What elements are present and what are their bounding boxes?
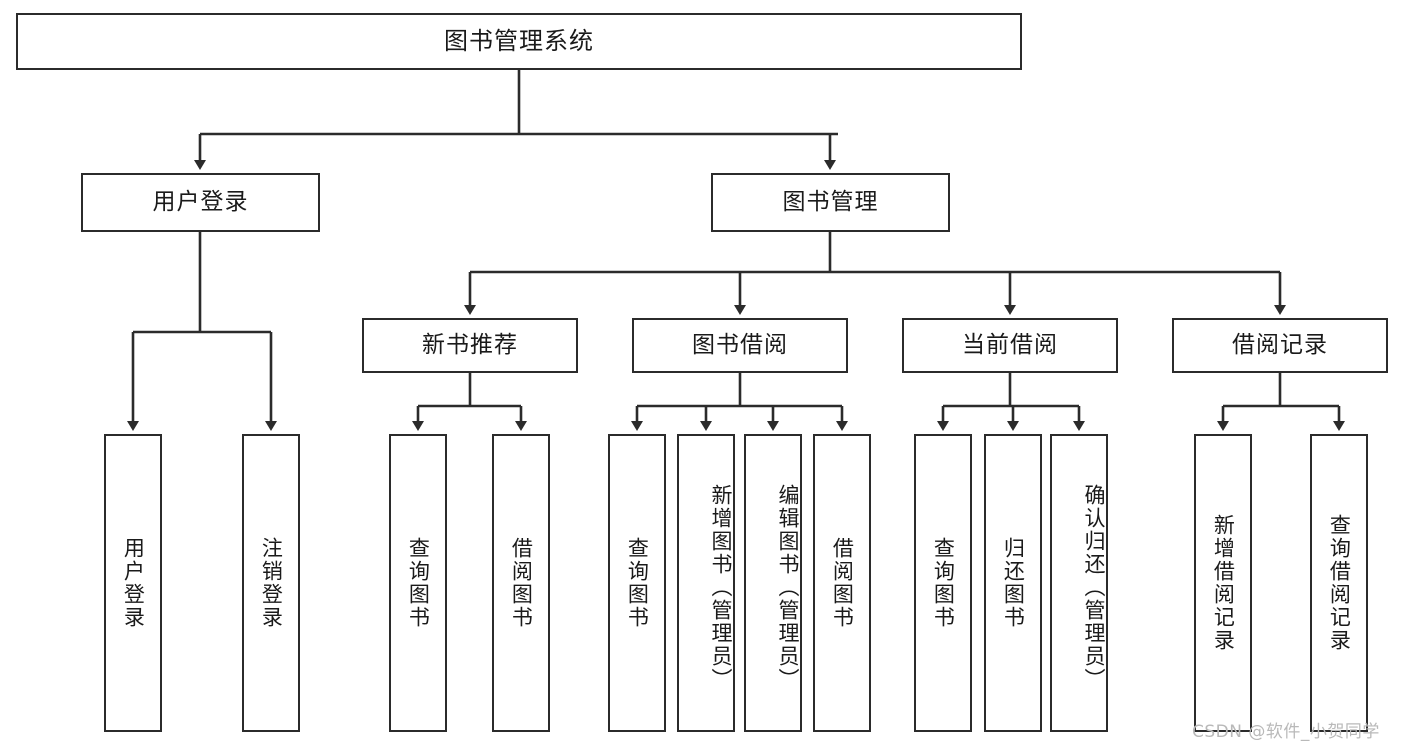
leaf-book-borrow-add-book-admin[interactable]: 新增图书（管理员） <box>677 434 735 732</box>
node-label: 注销登录 <box>259 537 284 629</box>
node-new-book-recommendation[interactable]: 新书推荐 <box>362 318 578 373</box>
node-book-borrowing[interactable]: 图书借阅 <box>632 318 848 373</box>
leaf-new-book-borrow-book[interactable]: 借阅图书 <box>492 434 550 732</box>
node-label: 编辑图书（管理员） <box>776 483 800 691</box>
watermark-text: CSDN @软件_小贺同学 <box>1192 722 1380 742</box>
node-current-borrowing[interactable]: 当前借阅 <box>902 318 1118 373</box>
leaf-new-book-query-book[interactable]: 查询图书 <box>389 434 447 732</box>
leaf-user-login-logout[interactable]: 注销登录 <box>242 434 300 732</box>
node-root-book-management-system[interactable]: 图书管理系统 <box>16 13 1022 70</box>
leaf-current-borrow-return-book[interactable]: 归还图书 <box>984 434 1042 732</box>
leaf-book-borrow-borrow-book[interactable]: 借阅图书 <box>813 434 871 732</box>
leaf-book-borrow-query-book[interactable]: 查询图书 <box>608 434 666 732</box>
node-label: 图书管理系统 <box>444 27 594 56</box>
node-label: 确认归还（管理员） <box>1082 483 1106 691</box>
node-label: 借阅记录 <box>1232 331 1328 358</box>
node-label: 用户登录 <box>152 188 249 215</box>
node-label: 图书管理 <box>782 188 879 215</box>
leaf-user-login-login[interactable]: 用户登录 <box>104 434 162 732</box>
leaf-book-borrow-edit-book-admin[interactable]: 编辑图书（管理员） <box>744 434 802 732</box>
node-label: 查询图书 <box>406 537 431 629</box>
node-label: 归还图书 <box>1001 537 1026 629</box>
node-label: 查询图书 <box>931 537 956 629</box>
node-book-management[interactable]: 图书管理 <box>711 173 950 232</box>
node-borrowing-record[interactable]: 借阅记录 <box>1172 318 1388 373</box>
node-label: 借阅图书 <box>509 537 534 629</box>
node-user-login[interactable]: 用户登录 <box>81 173 320 232</box>
node-label: 借阅图书 <box>830 537 855 629</box>
node-label: 查询图书 <box>625 537 650 629</box>
leaf-current-borrow-query-book[interactable]: 查询图书 <box>914 434 972 732</box>
node-label: 当前借阅 <box>962 331 1058 358</box>
leaf-borrow-record-add-record[interactable]: 新增借阅记录 <box>1194 434 1252 732</box>
node-label: 查询借阅记录 <box>1327 514 1352 652</box>
leaf-current-borrow-confirm-return-admin[interactable]: 确认归还（管理员） <box>1050 434 1108 732</box>
node-label: 新增借阅记录 <box>1211 514 1236 652</box>
node-label: 新增图书（管理员） <box>709 483 733 691</box>
node-label: 用户登录 <box>121 537 146 629</box>
node-label: 图书借阅 <box>692 331 788 358</box>
node-label: 新书推荐 <box>422 331 518 358</box>
leaf-borrow-record-query-record[interactable]: 查询借阅记录 <box>1310 434 1368 732</box>
